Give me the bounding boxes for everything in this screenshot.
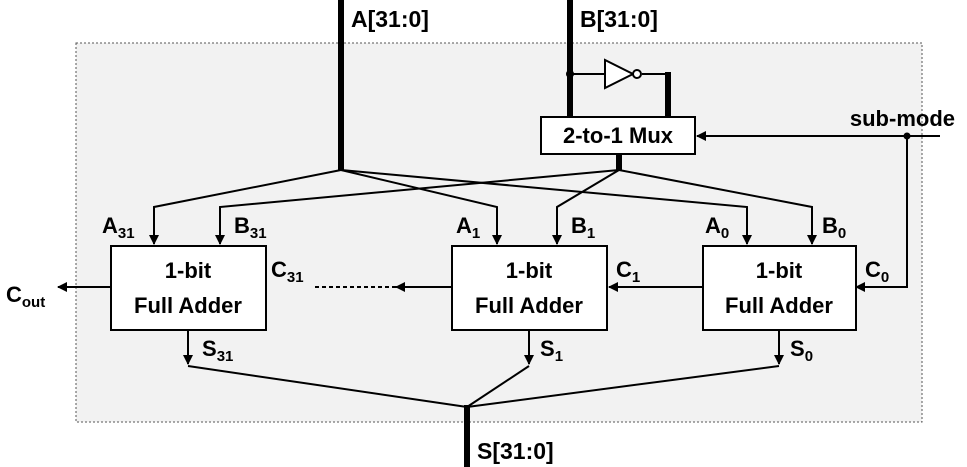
sub-mode-to-c0-wire [855, 136, 908, 292]
s31-label: S [202, 336, 217, 361]
s31-subscript: 31 [217, 348, 234, 365]
sub-mode-label: sub-mode [850, 106, 955, 131]
s1-label: S [540, 336, 555, 361]
svg-text:B31: B31 [234, 213, 267, 242]
full-adder-1: 1-bit Full Adder [451, 245, 608, 331]
a0-label: A [705, 213, 721, 238]
full-adder-0: 1-bit Full Adder [702, 245, 857, 331]
s-bus-label: S[31:0] [477, 438, 554, 464]
c1-subscript: 1 [632, 269, 640, 286]
a1-label: A [456, 213, 472, 238]
cout-label: C [6, 282, 22, 307]
full-adder-0-line2: Full Adder [725, 293, 833, 318]
a1-subscript: 1 [472, 225, 480, 242]
b31-label: B [234, 213, 250, 238]
sum-outputs [183, 330, 784, 408]
svg-text:C1: C1 [616, 257, 640, 286]
s1-subscript: 1 [555, 348, 563, 365]
svg-text:Cout: Cout [6, 282, 45, 311]
carry-labels: C0 C1 C31 Cout [6, 257, 889, 311]
circuit-boundary [75, 42, 923, 423]
s0-subscript: 0 [805, 348, 813, 365]
cout-subscript: out [22, 294, 45, 311]
mux-box [540, 116, 696, 155]
a31-label: A [102, 213, 118, 238]
b1-label: B [571, 213, 587, 238]
a-bus-label: A[31:0] [351, 6, 429, 32]
b-to-mux-wires [566, 70, 671, 117]
b1-subscript: 1 [587, 225, 595, 242]
svg-text:C31: C31 [271, 257, 304, 286]
svg-text:A31: A31 [102, 213, 135, 242]
svg-text:B1: B1 [571, 213, 595, 242]
svg-text:A1: A1 [456, 213, 480, 242]
b31-subscript: 31 [250, 225, 267, 242]
b0-label: B [822, 213, 838, 238]
c0-label: C [865, 257, 881, 282]
c1-label: C [616, 257, 632, 282]
svg-text:A0: A0 [705, 213, 729, 242]
svg-text:S0: S0 [790, 336, 813, 365]
sum-labels: S31 S1 S0 [202, 336, 813, 365]
full-adder-31-line2: Full Adder [134, 293, 242, 318]
full-adder-31: 1-bit Full Adder [110, 245, 267, 331]
svg-text:S1: S1 [540, 336, 563, 365]
c31-subscript: 31 [287, 269, 304, 286]
b0-subscript: 0 [838, 225, 846, 242]
c0-subscript: 0 [881, 269, 889, 286]
mux-output-fanout [215, 169, 817, 245]
full-adder-1-line2: Full Adder [475, 293, 583, 318]
b-bus-label: B[31:0] [580, 6, 658, 32]
a0-subscript: 0 [721, 225, 729, 242]
full-adder-0-line1: 1-bit [756, 258, 803, 283]
svg-text:B0: B0 [822, 213, 846, 242]
full-adder-31-line1: 1-bit [165, 258, 212, 283]
input-labels: A31 B31 A1 B1 A0 B0 [102, 213, 846, 242]
mux-label: 2-to-1 Mux [563, 123, 674, 148]
a31-subscript: 31 [118, 225, 135, 242]
svg-text:C0: C0 [865, 257, 889, 286]
inverter-symbol [604, 58, 642, 90]
svg-text:S31: S31 [202, 336, 233, 365]
s0-label: S [790, 336, 805, 361]
full-adder-1-line1: 1-bit [506, 258, 553, 283]
c31-label: C [271, 257, 287, 282]
